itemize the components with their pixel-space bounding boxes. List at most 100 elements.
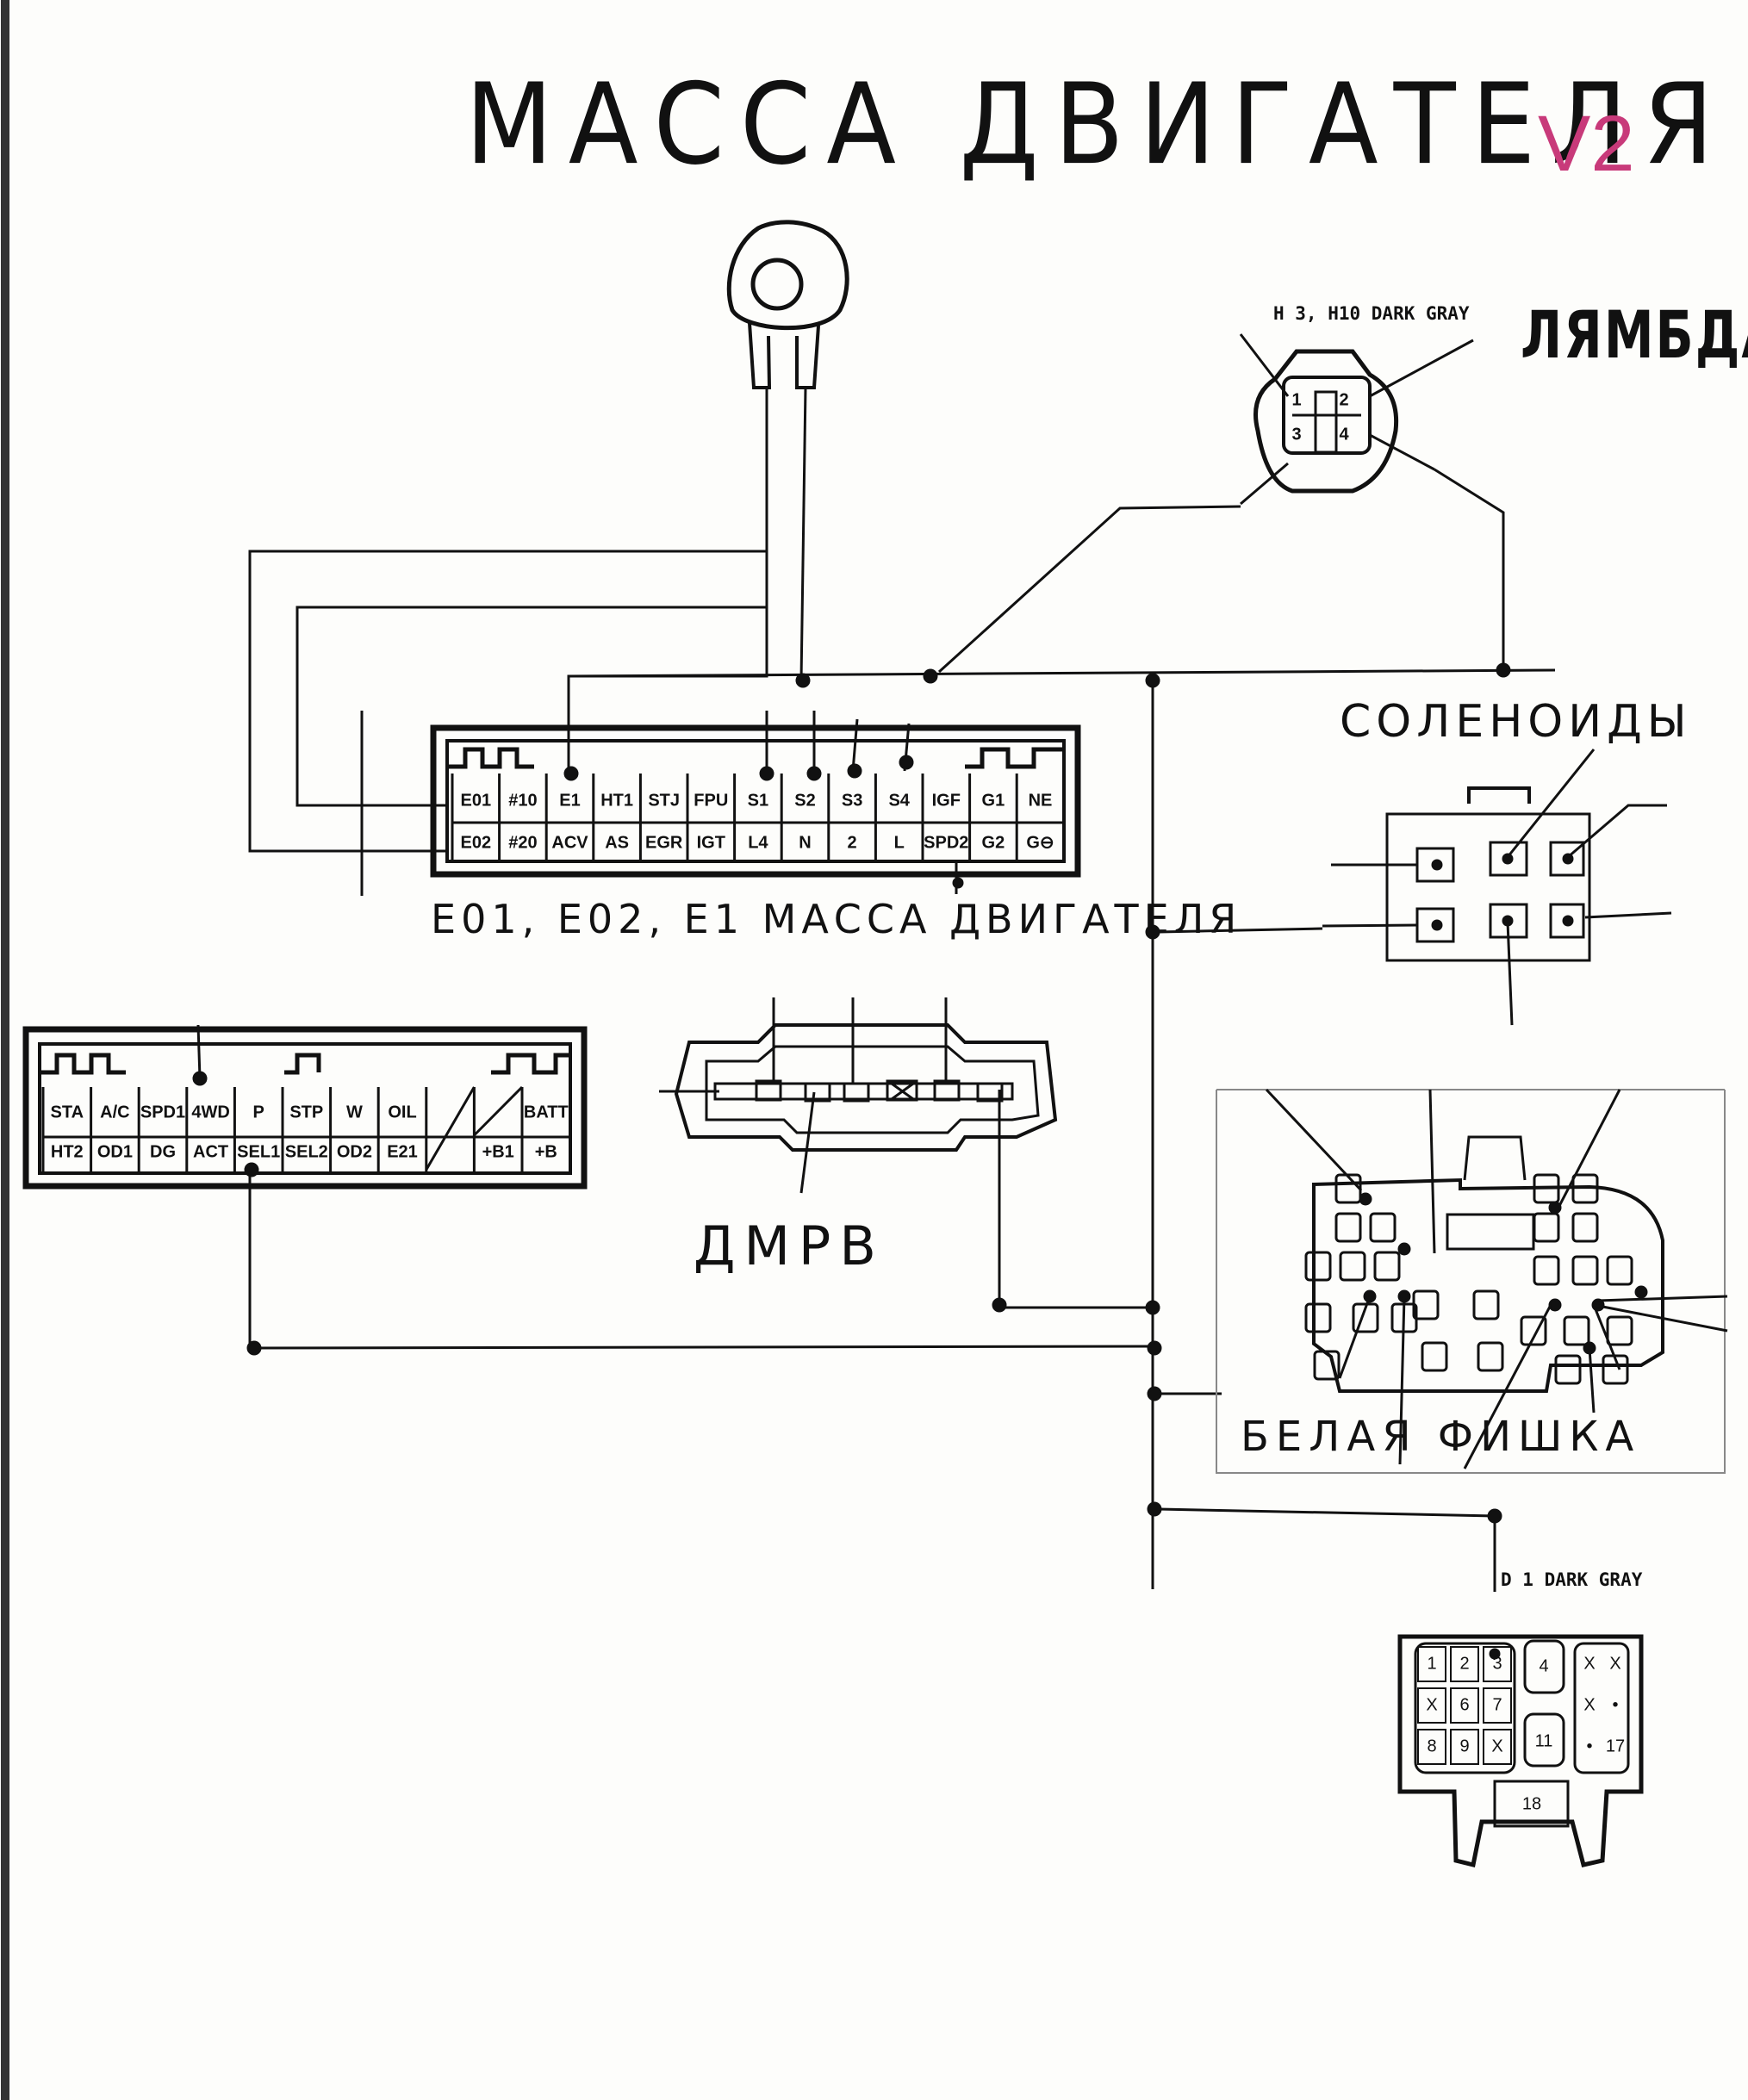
ecu-main-pin-1-5: STJ <box>648 791 680 810</box>
d1-pin-b-2-1: 17 <box>1606 1737 1625 1755</box>
d1-pin-1: 1 <box>1427 1654 1436 1673</box>
d1-pin-4: 4 <box>1539 1656 1548 1675</box>
ground-ring-terminal <box>726 220 849 681</box>
white-pin-wire <box>1397 1242 1411 1256</box>
white-pin-cell <box>1334 1212 1362 1243</box>
ecu-second-pin-1-3: SPD1 <box>140 1103 185 1121</box>
white-connector-label: БЕЛАЯ ФИШКА <box>1241 1413 1641 1461</box>
white-pin-cell <box>1571 1212 1599 1243</box>
ecu-second-pin-1-5: P <box>253 1103 264 1121</box>
ecu-main-pin-2-13: G⊖ <box>1026 833 1054 852</box>
d1-pin-11: 11 <box>1535 1731 1553 1750</box>
ecu-main-pin-1-4: HT1 <box>600 791 633 810</box>
white-pin-cell <box>1421 1341 1448 1372</box>
white-pin-cell <box>1472 1289 1500 1320</box>
d1-pin-9: 9 <box>1459 1737 1469 1755</box>
white-pin-cell <box>1571 1255 1599 1286</box>
white-pin-wire <box>1359 1192 1372 1206</box>
white-pin-cell <box>1533 1255 1560 1286</box>
d1-pin-2: 2 <box>1459 1654 1469 1673</box>
ecu-main-pin-1-2: #10 <box>508 791 537 810</box>
white-pin-cell <box>1412 1289 1440 1320</box>
ecu-second-pin-1-6: STP <box>289 1103 323 1121</box>
white-connector <box>1216 1088 1728 1474</box>
ecu-main-pin-2-8: N <box>799 833 811 852</box>
white-pin-cell <box>1520 1315 1547 1346</box>
lambda-pin-2: 2 <box>1339 390 1348 409</box>
white-pin-cell <box>1313 1350 1341 1381</box>
ecu-second-pin-2-5: SEL1 <box>237 1142 280 1161</box>
ecu-main-pin-2-6: IGT <box>697 833 725 852</box>
d1-pin-7: 7 <box>1492 1695 1502 1714</box>
ground-bus <box>246 662 1556 1592</box>
d1-pin-8: 8 <box>1427 1737 1436 1755</box>
d1-pin-18: 18 <box>1522 1794 1541 1813</box>
ecu-main-pin-2-10: L <box>894 833 905 852</box>
lambda-pin-1: 1 <box>1291 390 1301 409</box>
white-pin-cell <box>1477 1341 1504 1372</box>
d1-pin-b-0-0: X <box>1583 1654 1595 1673</box>
white-pin-cell <box>1373 1251 1401 1282</box>
ecu-second-pin-2-11: +B <box>535 1142 557 1161</box>
ecu-main-pin-2-2: #20 <box>508 833 537 852</box>
ecu-second-pin-2-1: HT2 <box>51 1142 84 1161</box>
white-pin-cell <box>1606 1315 1633 1346</box>
ecu-second-pin-1-8: OIL <box>388 1103 416 1121</box>
solenoid-connector <box>1322 749 1672 1026</box>
ecu-main-pin-1-8: S2 <box>794 791 815 810</box>
ecu-second-pin-2-4: ACT <box>193 1142 228 1161</box>
d1-pin-b-1-1: • <box>1612 1695 1618 1714</box>
ecu-second-pin-1-1: STA <box>51 1103 84 1121</box>
ecu-main-pin-2-7: L4 <box>748 833 768 852</box>
white-pin-cell <box>1339 1251 1366 1282</box>
d1-pin-3: 3 <box>1492 1654 1502 1673</box>
white-pin-cell <box>1369 1212 1397 1243</box>
ecu-main-pin-2-4: AS <box>605 833 629 852</box>
ecu-second-pin-2-8: E21 <box>387 1142 418 1161</box>
ecu-main-pin-1-1: E01 <box>461 791 492 810</box>
ecu-main-pin-1-9: S3 <box>842 791 862 810</box>
ecu-main-pin-2-5: EGR <box>645 833 683 852</box>
white-pin-cell <box>1571 1173 1599 1204</box>
d1-pin-b-0-1: X <box>1609 1654 1620 1673</box>
page-title: МАССА ДВИГАТЕЛЯ <box>465 59 1729 189</box>
white-pin-wire <box>1548 1201 1562 1215</box>
lambda-label: ЛЯМБДА <box>1521 296 1748 374</box>
ecu-main-pin-1-11: IGF <box>932 791 961 810</box>
white-pin-cell <box>1533 1173 1560 1204</box>
ecu-second-pin-2-6: SEL2 <box>285 1142 328 1161</box>
white-pin-cell <box>1352 1302 1379 1333</box>
lambda-pin-4: 4 <box>1339 425 1349 444</box>
white-pin-cell <box>1334 1173 1362 1204</box>
d1-connector-title: D 1 DARK GRAY <box>1501 1569 1643 1590</box>
ecu-main-pin-1-12: G1 <box>982 791 1005 810</box>
ecu-second-pin-1-11: BATT <box>524 1103 569 1121</box>
white-pin-cell <box>1554 1354 1582 1385</box>
ecu-second-pin-2-10: +B1 <box>482 1142 514 1161</box>
ecu-second-pin-1-7: W <box>346 1103 363 1121</box>
ecu-second-pin-2-7: OD2 <box>337 1142 372 1161</box>
white-pin-cell <box>1533 1212 1560 1243</box>
ecu-second-pin-1-4: 4WD <box>191 1103 229 1121</box>
d1-pin-6: 6 <box>1459 1695 1469 1714</box>
white-pin-cell <box>1304 1302 1332 1333</box>
ecu-main-pin-2-12: G2 <box>982 833 1005 852</box>
ecu-ground-caption: E01, E02, E1 МАССА ДВИГАТЕЛЯ <box>431 896 1242 942</box>
lambda-pin-3: 3 <box>1291 425 1301 444</box>
version-label: V2 <box>1538 100 1635 188</box>
d1-pin-X: X <box>1426 1695 1437 1714</box>
ecu-main-pin-1-10: S4 <box>888 791 910 810</box>
white-pin-cell <box>1606 1255 1633 1286</box>
white-pin-cell <box>1563 1315 1590 1346</box>
ecu-second-pin-1-2: A/C <box>100 1103 129 1121</box>
white-pin-wire <box>1634 1285 1648 1299</box>
ecu-main-pin-1-7: S1 <box>748 791 768 810</box>
maf-connector <box>659 997 1058 1302</box>
lambda-connector-title: H 3, H10 DARK GRAY <box>1273 303 1470 324</box>
ecu-main-pin-2-3: ACV <box>551 833 588 852</box>
